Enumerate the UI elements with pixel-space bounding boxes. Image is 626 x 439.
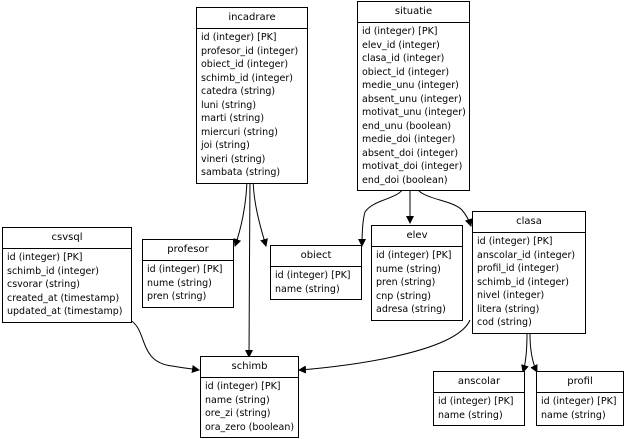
entity-clasa: clasa id (integer) [PK] anscolar_id (int… <box>472 211 586 334</box>
entity-title: obiect <box>271 246 361 267</box>
field-list: id (integer) [PK] nume (string) pren (st… <box>372 247 462 320</box>
entity-title: incadrare <box>197 8 307 29</box>
field-list: id (integer) [PK] profesor_id (integer) … <box>197 29 307 183</box>
field: litera (string) <box>477 303 540 315</box>
field: clasa_id (integer) <box>362 53 445 64</box>
field-list: id (integer) [PK] schimb_id (integer) cs… <box>3 249 131 322</box>
field: ore_zi (string) <box>205 408 271 419</box>
field: absent_unu (integer) <box>362 93 462 105</box>
entity-csvsql: csvsql id (integer) [PK] schimb_id (inte… <box>2 227 132 323</box>
field: updated_at (timestamp) <box>7 306 123 317</box>
field-list: id (integer) [PK] elev_id (integer) clas… <box>358 23 469 190</box>
entity-anscolar: anscolar id (integer) [PK] name (string) <box>433 371 525 426</box>
field: id (integer) [PK] <box>147 264 223 275</box>
field: id (integer) [PK] <box>201 32 277 43</box>
field-list: id (integer) [PK] name (string) <box>537 393 623 425</box>
field: marti (string) <box>201 113 265 124</box>
link-situatie-obiect <box>358 181 406 247</box>
field: catedra (string) <box>201 86 276 97</box>
entity-schimb: schimb id (integer) [PK] name (string) o… <box>200 356 299 438</box>
field: motivat_unu (integer) <box>362 107 466 118</box>
field: created_at (timestamp) <box>7 292 120 304</box>
link-incadrare-profesor <box>233 175 248 247</box>
field: id (integer) [PK] <box>362 26 438 37</box>
field: adresa (string) <box>376 304 446 315</box>
field: obiect_id (integer) <box>201 59 289 70</box>
field: miercuri (string) <box>201 126 278 138</box>
field: nivel (integer) <box>477 290 545 301</box>
link-csvsql-schimb <box>129 319 200 373</box>
entity-title: clasa <box>473 212 585 233</box>
field: absent_doi (integer) <box>362 147 459 159</box>
field: name (string) <box>541 409 606 421</box>
field: id (integer) [PK] <box>477 236 553 247</box>
entity-title: schimb <box>201 357 298 378</box>
field: name (string) <box>438 409 503 421</box>
entity-title: situatie <box>358 2 469 23</box>
field-list: id (integer) [PK] name (string) ore_zi (… <box>201 378 298 437</box>
entity-title: profesor <box>143 240 233 261</box>
field: schimb_id (integer) <box>201 72 293 84</box>
entity-title: csvsql <box>3 228 131 249</box>
field: id (integer) [PK] <box>205 381 281 392</box>
entity-situatie: situatie id (integer) [PK] elev_id (inte… <box>357 1 470 191</box>
field: medie_unu (integer) <box>362 80 459 91</box>
field: cnp (string) <box>376 290 431 302</box>
field: vineri (string) <box>201 153 266 165</box>
field: nume (string) <box>376 263 441 275</box>
field: luni (string) <box>201 99 257 111</box>
entity-profesor: profesor id (integer) [PK] nume (string)… <box>142 239 234 308</box>
entity-profil: profil id (integer) [PK] name (string) <box>536 371 624 426</box>
field: medie_doi (integer) <box>362 134 456 145</box>
field: pren (string) <box>147 291 207 302</box>
field: sambata (string) <box>201 167 281 178</box>
entity-title: anscolar <box>434 372 524 393</box>
link-clasa-anscolar <box>521 333 529 373</box>
field: name (string) <box>275 283 340 295</box>
link-clasa-schimb <box>298 319 471 374</box>
link-clasa-profil <box>529 333 538 373</box>
entity-title: profil <box>537 372 623 393</box>
field: obiect_id (integer) <box>362 66 450 78</box>
field: elev_id (integer) <box>362 39 440 51</box>
field: end_unu (boolean) <box>362 120 452 132</box>
field: joi (string) <box>201 140 250 151</box>
field: anscolar_id (integer) <box>477 249 576 261</box>
field-list: id (integer) [PK] name (string) <box>271 267 361 299</box>
field: schimb_id (integer) <box>477 276 569 288</box>
entity-title: elev <box>372 226 462 247</box>
field: name (string) <box>205 394 270 406</box>
field: id (integer) [PK] <box>541 396 617 407</box>
field-list: id (integer) [PK] name (string) <box>434 393 524 425</box>
field-list: id (integer) [PK] anscolar_id (integer) … <box>473 233 585 333</box>
field: cod (string) <box>477 317 532 328</box>
link-situatie-clasa <box>414 181 473 227</box>
link-incadrare-schimb <box>245 175 254 358</box>
field: profil_id (integer) <box>477 263 560 274</box>
field: end_doi (boolean) <box>362 174 448 186</box>
field: id (integer) [PK] <box>275 270 351 281</box>
field-list: id (integer) [PK] nume (string) pren (st… <box>143 261 233 307</box>
entity-elev: elev id (integer) [PK] nume (string) pre… <box>371 225 463 321</box>
field: schimb_id (integer) <box>7 265 99 277</box>
field: id (integer) [PK] <box>438 396 514 407</box>
field: ora_zero (boolean) <box>205 421 295 433</box>
field: id (integer) [PK] <box>376 250 452 261</box>
link-incadrare-obiect <box>252 175 268 247</box>
field: motivat_doi (integer) <box>362 161 463 172</box>
field: nume (string) <box>147 277 212 289</box>
field: pren (string) <box>376 277 436 288</box>
entity-obiect: obiect id (integer) [PK] name (string) <box>270 245 362 300</box>
field: id (integer) [PK] <box>7 252 83 263</box>
field: csvorar (string) <box>7 279 80 290</box>
field: profesor_id (integer) <box>201 45 299 57</box>
entity-incadrare: incadrare id (integer) [PK] profesor_id … <box>196 7 308 184</box>
